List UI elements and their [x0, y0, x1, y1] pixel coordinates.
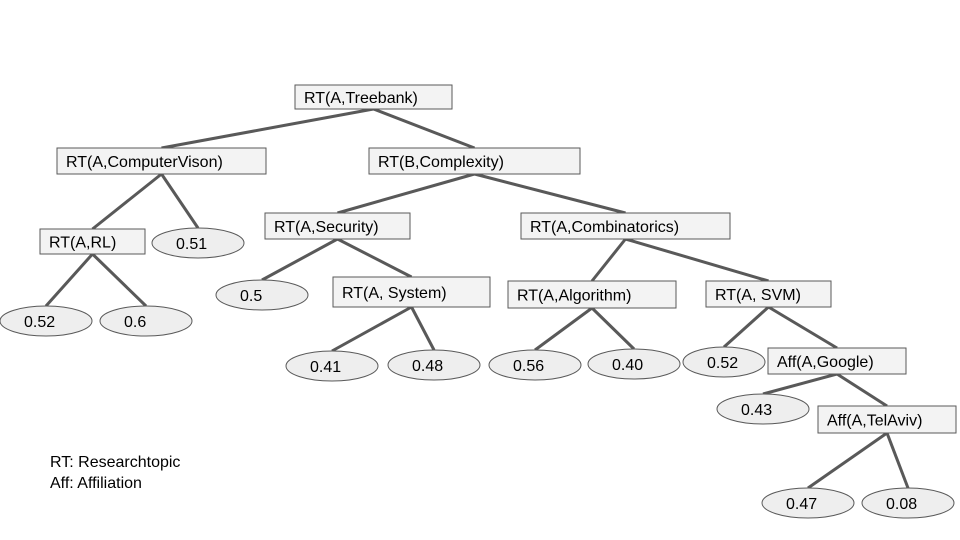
leaf-value-label: 0.52 [24, 314, 55, 331]
feature-node: RT(A,Security) [264, 212, 411, 240]
feature-node: RT(A, System) [332, 276, 491, 308]
leaf-value-label: 0.5 [240, 288, 262, 305]
leaf-value-label: 0.47 [786, 496, 817, 513]
edge-n5-n7 [336, 237, 413, 279]
legend-aff: Aff: Affiliation [50, 475, 142, 492]
feature-node-box [520, 212, 731, 240]
leaf-value: 0.47 [761, 487, 855, 519]
leaf-value: 0.5 [215, 279, 309, 311]
edge-n8-l8 [590, 306, 636, 351]
leaf-value-label: 0.6 [124, 314, 146, 331]
leaf-value: 0.51 [151, 227, 245, 259]
feature-node: Aff(A,TelAviv) [817, 405, 957, 434]
feature-node-box [294, 84, 453, 110]
edge-n8-l7 [534, 306, 593, 352]
leaf-value: 0.41 [285, 350, 379, 382]
tree-edges [44, 107, 910, 490]
leaf-ellipse [387, 349, 481, 381]
edge-n6-n8 [590, 238, 627, 282]
leaf-value: 0.52 [0, 305, 93, 337]
feature-node: RT(A,ComputerVison) [56, 147, 267, 175]
edge-n4-l3 [91, 252, 148, 308]
legend-rt: RT: Researchtopic [50, 454, 181, 471]
leaf-ellipse [99, 305, 193, 337]
tree-nodes: RT(A,Treebank) RT(A,ComputerVison) RT(B,Co… [0, 84, 957, 519]
leaf-ellipse [151, 227, 245, 259]
leaf-ellipse [861, 487, 955, 519]
leaf-ellipse [587, 348, 681, 380]
feature-node-box [39, 228, 146, 255]
feature-node-box [332, 276, 491, 308]
edge-n10-n11 [836, 372, 888, 408]
leaf-value-label: 0.43 [741, 402, 772, 419]
edge-n5-l4 [261, 237, 339, 282]
edge-n1-n2 [161, 107, 374, 150]
edge-n6-n9 [625, 237, 769, 283]
edge-n9-n10 [767, 305, 838, 350]
leaf-ellipse [716, 393, 810, 425]
feature-node-box [767, 347, 907, 375]
legend: RT: Researchtopic Aff: Affiliation [50, 452, 180, 494]
feature-node-box [817, 405, 957, 434]
leaf-value-label: 0.51 [176, 236, 207, 253]
leaf-ellipse [488, 349, 582, 381]
leaf-value: 0.43 [716, 393, 810, 425]
feature-node-box [56, 147, 267, 175]
feature-node-label: RT(A,Combinatorics) [530, 219, 679, 236]
edge-n3-n5 [337, 172, 475, 215]
leaf-value-label: 0.48 [412, 358, 443, 375]
edge-n7-l6 [410, 306, 436, 351]
leaf-value: 0.56 [488, 349, 582, 381]
feature-node-label: RT(A,RL) [49, 235, 116, 252]
leaf-value-label: 0.08 [886, 496, 917, 513]
feature-node: RT(A,Treebank) [294, 84, 453, 110]
edge-n3-n6 [474, 172, 626, 215]
feature-node-label: RT(A, System) [342, 285, 447, 302]
edge-n10-l10 [762, 372, 838, 396]
edge-n2-l1 [160, 173, 200, 229]
feature-node: Aff(A,Google) [767, 347, 907, 375]
leaf-ellipse [0, 305, 93, 337]
feature-node-label: RT(A, SVM) [715, 287, 801, 304]
feature-node-box [368, 147, 581, 175]
feature-node-box [264, 212, 411, 240]
feature-node: RT(A,Combinatorics) [520, 212, 731, 240]
feature-node: RT(A,RL) [39, 228, 146, 255]
leaf-value-label: 0.40 [612, 357, 643, 374]
leaf-value-label: 0.56 [513, 358, 544, 375]
leaf-ellipse [682, 346, 766, 378]
leaf-value: 0.48 [387, 349, 481, 381]
edge-n7-l5 [331, 305, 413, 353]
feature-node-box [705, 280, 832, 308]
leaf-ellipse [215, 279, 309, 311]
feature-node: RT(A, SVM) [705, 280, 832, 308]
feature-node-box [507, 280, 677, 309]
leaf-value: 0.6 [99, 305, 193, 337]
leaf-ellipse [285, 350, 379, 382]
feature-node-label: RT(A,ComputerVison) [66, 154, 223, 171]
leaf-value-label: 0.52 [707, 355, 738, 372]
edge-n4-l2 [44, 253, 94, 307]
feature-node-label: RT(A,Algorithm) [517, 288, 631, 305]
edge-n1-n3 [372, 107, 476, 150]
feature-node-label: RT(A,Security) [274, 219, 379, 236]
feature-node: RT(B,Complexity) [368, 147, 581, 175]
leaf-value-label: 0.41 [310, 359, 341, 376]
edge-n9-l9 [722, 305, 770, 349]
edge-n11-l12 [885, 432, 910, 489]
feature-node-label: RT(A,Treebank) [304, 90, 418, 107]
leaf-value: 0.08 [861, 487, 955, 519]
edge-n2-n4 [91, 172, 163, 231]
feature-node-label: Aff(A,Google) [777, 354, 874, 371]
feature-node: RT(A,Algorithm) [507, 280, 677, 309]
leaf-value: 0.52 [682, 346, 766, 378]
feature-node-label: Aff(A,TelAviv) [827, 413, 922, 430]
feature-node-label: RT(B,Complexity) [378, 154, 504, 171]
leaf-ellipse [761, 487, 855, 519]
leaf-value: 0.40 [587, 348, 681, 380]
edge-n11-l11 [807, 431, 888, 490]
